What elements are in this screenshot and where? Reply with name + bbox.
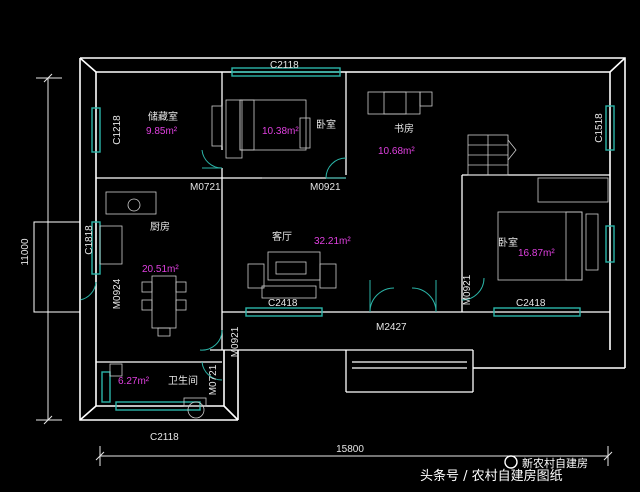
- code-c1518: C1518: [594, 113, 605, 143]
- room-label-kitchen: 厨房: [150, 220, 170, 233]
- code-c2118-top: C2118: [270, 60, 299, 71]
- code-c2118-bottom: C2118: [150, 432, 179, 443]
- furniture: [99, 91, 609, 419]
- room-label-living: 客厅: [272, 230, 292, 243]
- dimension-lines: [36, 73, 613, 466]
- room-area-storage: 9.85m²: [146, 126, 178, 137]
- height-dimension: 11000: [20, 238, 31, 266]
- side-entry: [33, 221, 81, 313]
- code-m0924: M0924: [112, 278, 123, 309]
- code-m0721-a: M0721: [190, 182, 221, 193]
- watermark-text: 头条号 / 农村自建房图纸: [420, 468, 563, 484]
- code-c1818: C1818: [84, 225, 95, 255]
- code-m0721-b: M0721: [208, 364, 219, 395]
- code-c2418-b: C2418: [516, 298, 546, 309]
- code-m2427: M2427: [376, 322, 407, 333]
- room-area-study: 10.68m²: [378, 146, 415, 157]
- room-area-bedroom-a: 10.38m²: [262, 126, 299, 137]
- room-label-bedroom-b: 卧室: [498, 236, 518, 249]
- watermark-logo-icon: [504, 455, 518, 469]
- watermark-badge: 新农村自建房: [522, 456, 588, 470]
- code-c1218: C1218: [112, 115, 123, 145]
- room-area-kitchen: 20.51m²: [142, 264, 179, 275]
- code-c2418-a: C2418: [268, 298, 298, 309]
- doors: [79, 149, 485, 381]
- code-m0921-a: M0921: [310, 182, 341, 193]
- room-label-study: 书房: [394, 122, 414, 135]
- room-label-bedroom-a: 卧室: [316, 118, 336, 131]
- room-label-storage: 储藏室: [148, 110, 178, 123]
- room-label-bathroom: 卫生间: [168, 374, 198, 387]
- room-area-bathroom: 6.27m²: [118, 376, 150, 387]
- windows: [91, 67, 615, 411]
- code-m0921-b: M0921: [462, 274, 473, 305]
- code-m0921-c: M0921: [230, 326, 241, 357]
- room-area-living: 32.21m²: [314, 236, 351, 247]
- room-area-bedroom-b: 16.87m²: [518, 248, 555, 259]
- width-dimension: 15800: [336, 444, 364, 455]
